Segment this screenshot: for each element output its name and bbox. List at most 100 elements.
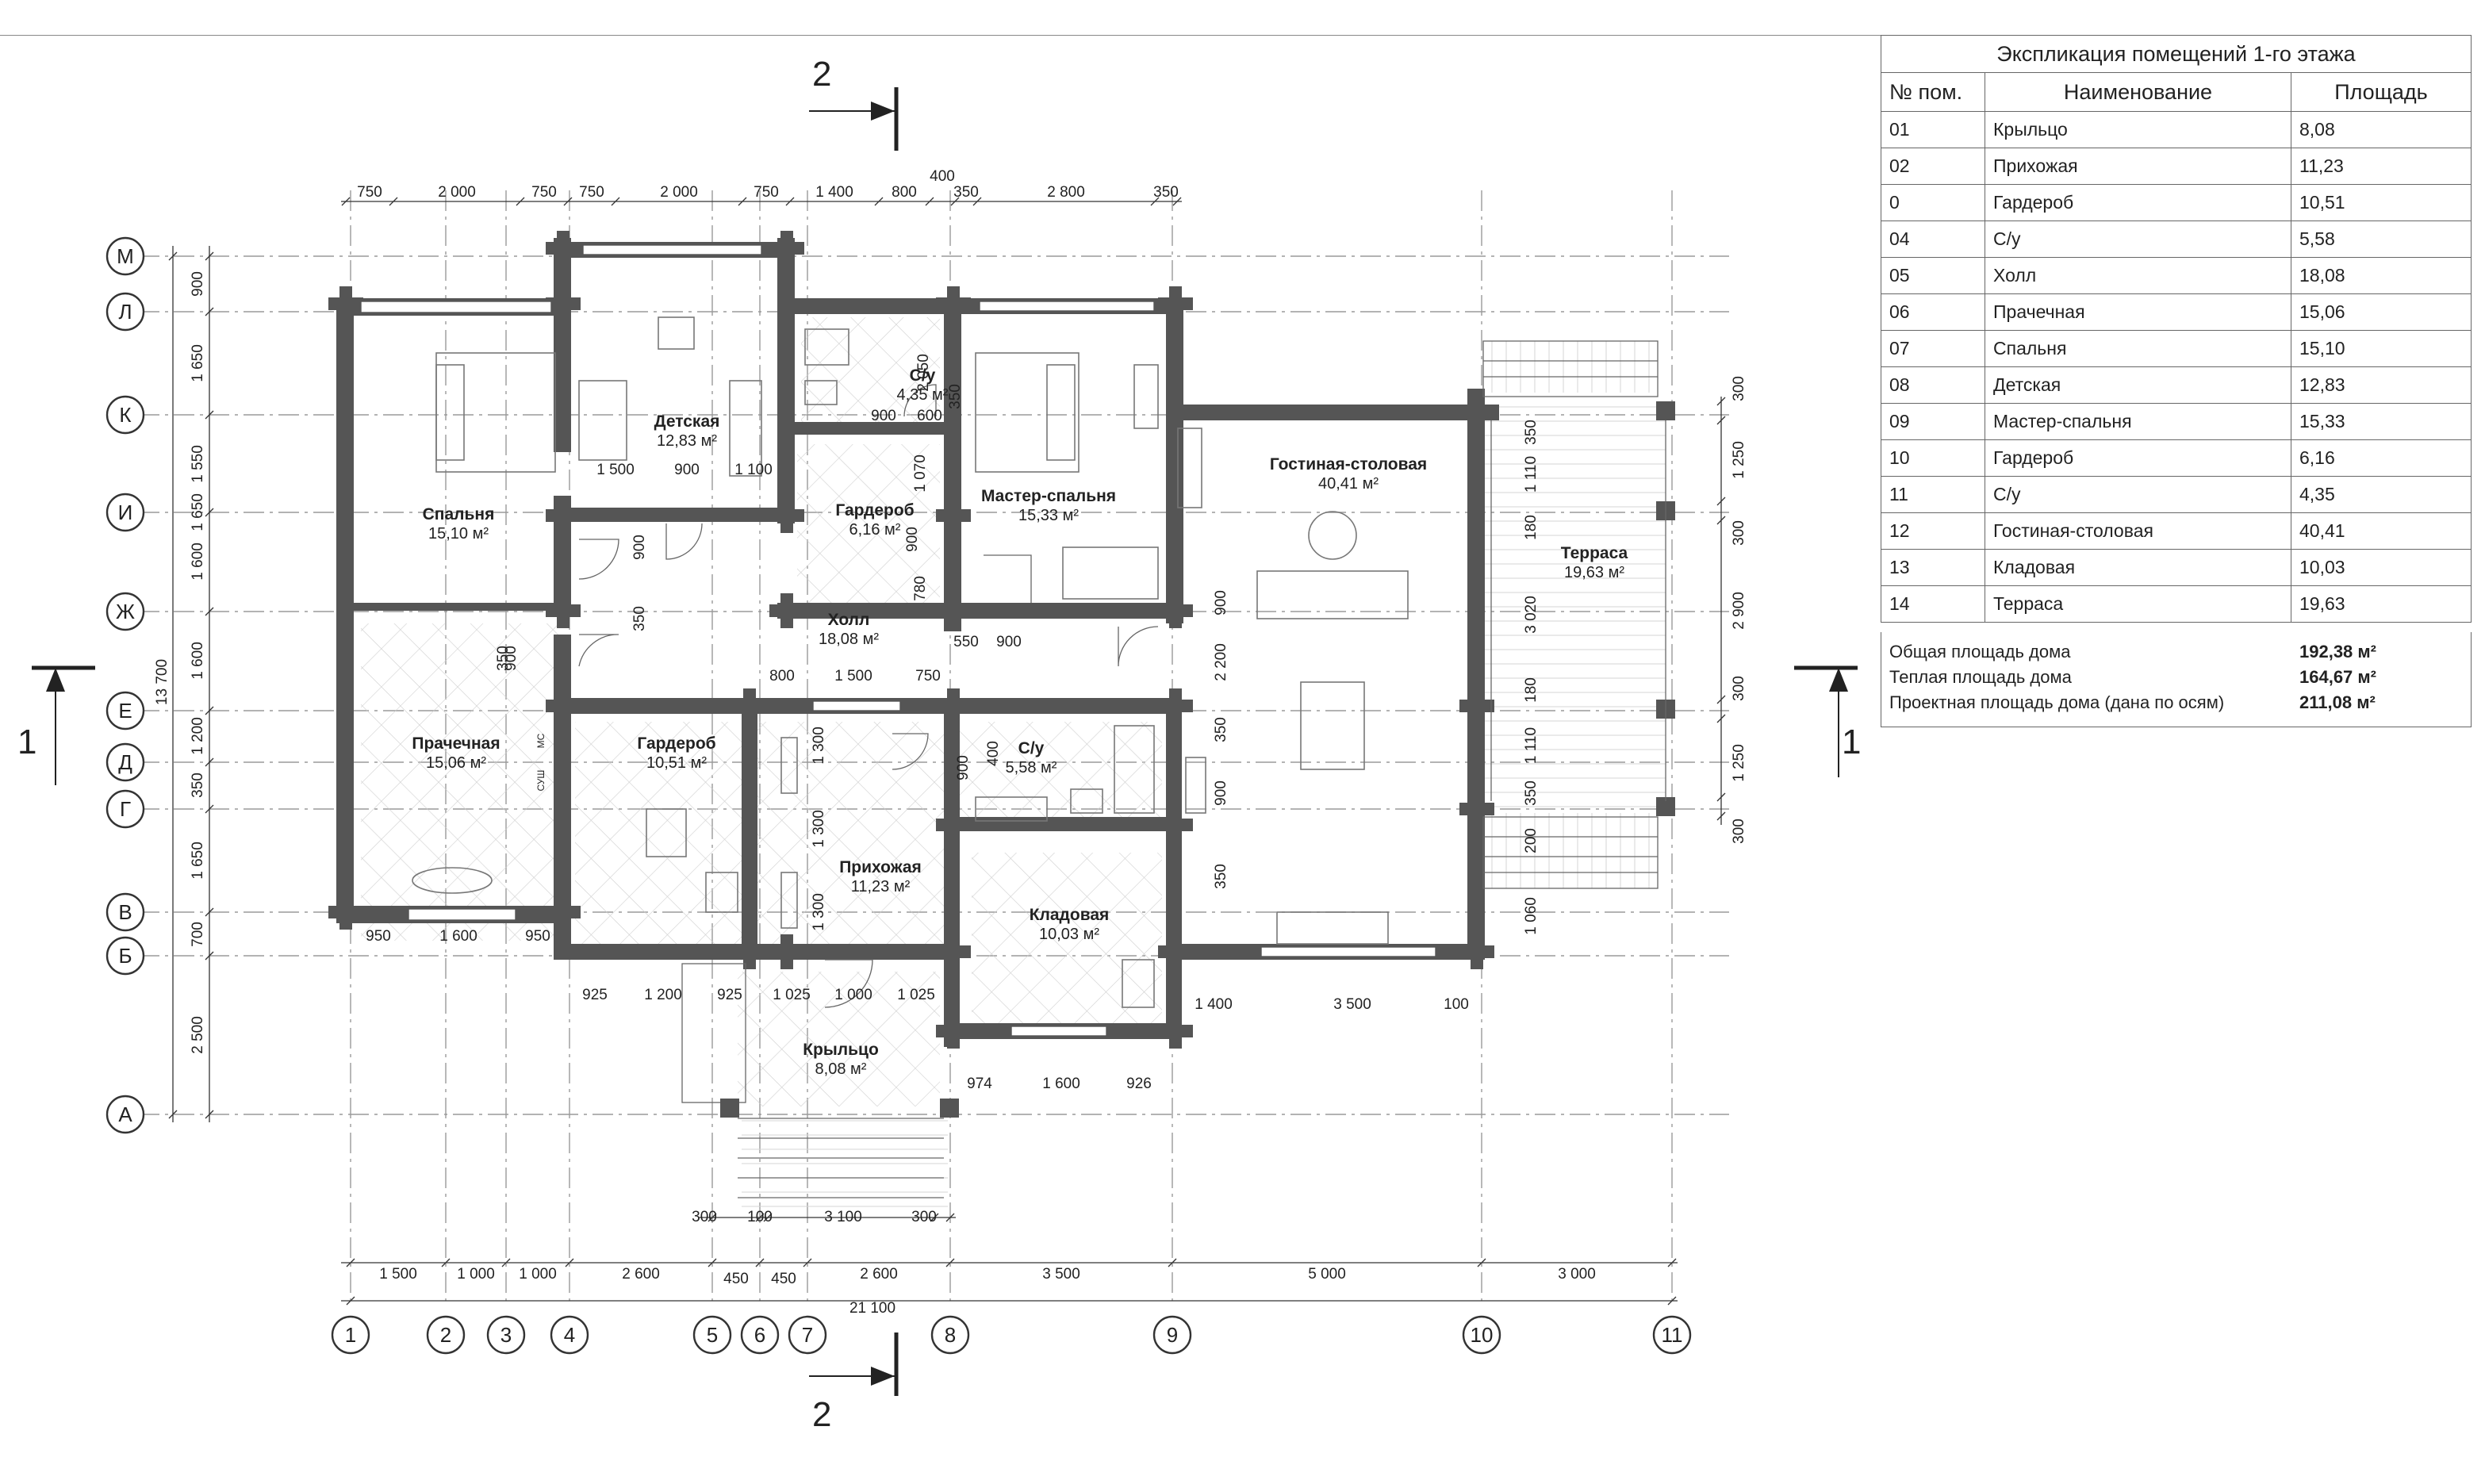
room-schedule-cell-name: Спальня xyxy=(1985,330,2291,367)
room-label: С/у 5,58 м² xyxy=(1006,739,1057,777)
dimension-value: 2 600 xyxy=(860,1266,898,1283)
dimension-value: 1 250 xyxy=(1731,744,1747,782)
wall-joint xyxy=(1169,688,1182,723)
dimension-value: 1 600 xyxy=(190,543,206,581)
dimension-value: 1 250 xyxy=(1731,441,1747,479)
room-name: Спальня xyxy=(423,505,495,523)
dimension-value: 100 xyxy=(1444,996,1469,1013)
axis-number-label: 3 xyxy=(500,1323,512,1347)
column-header-name: Наименование xyxy=(1985,72,2291,112)
dimension-value: 2 000 xyxy=(438,184,476,201)
dimension-value: 1 400 xyxy=(1195,996,1233,1013)
dimension-value: 2 800 xyxy=(1047,184,1085,201)
room-name: Крыльцо xyxy=(803,1041,879,1059)
dimension-value: 1 300 xyxy=(811,727,827,765)
wall-joint xyxy=(1471,395,1483,430)
room-area: 5,58 м² xyxy=(1006,759,1057,777)
room-name: С/у xyxy=(910,366,936,385)
dimension-value: 5 000 xyxy=(1308,1266,1346,1283)
room-schedule-title: Экспликация помещений 1-го этажа xyxy=(1881,35,2472,73)
axis-letter-bubble: Е xyxy=(105,691,145,730)
wall-joint xyxy=(947,286,960,321)
dimension-value: 1 025 xyxy=(897,987,935,1003)
room-schedule-cell-area: 18,08 xyxy=(2291,257,2472,294)
wall-joint xyxy=(947,934,960,969)
dimension-value: 974 xyxy=(967,1076,992,1092)
room-label: Кладовая 10,03 м² xyxy=(1030,906,1110,943)
section-mark-left: 1 xyxy=(17,665,95,785)
room-schedule-cell-num: 14 xyxy=(1881,585,1985,623)
column-header-area: Площадь xyxy=(2291,72,2472,112)
room-schedule-cell-num: 09 xyxy=(1881,403,1985,440)
axis-letter-bubble: Г xyxy=(105,789,145,829)
summary-total-label: Общая площадь дома xyxy=(1889,642,2071,661)
axis-number-label: 2 xyxy=(440,1323,451,1347)
room-name: С/у xyxy=(1018,739,1045,757)
dimension-value: 350 xyxy=(1523,780,1540,806)
dimension-value: 1 070 xyxy=(912,454,929,493)
dimension-value: 350 xyxy=(953,184,979,201)
wall-joint xyxy=(1169,807,1182,842)
axis-number-bubble: 5 xyxy=(692,1315,732,1355)
dimension-value: 900 xyxy=(955,755,972,780)
room-area: 10,03 м² xyxy=(1039,926,1099,943)
wall-joint xyxy=(557,231,569,266)
room-schedule-cell-name: Терраса xyxy=(1985,585,2291,623)
axis-number-bubble: 10 xyxy=(1462,1315,1501,1355)
dimension-value: 950 xyxy=(525,928,550,945)
room-schedule-cell-num: 10 xyxy=(1881,439,1985,477)
dimension-value: 925 xyxy=(582,987,608,1003)
area-summary: Общая площадь дома 192,38 м² Теплая площ… xyxy=(1881,632,2472,727)
dimension-value: 800 xyxy=(769,668,795,684)
dimension-value: 1 500 xyxy=(379,1266,417,1283)
dimension-value: 750 xyxy=(754,184,779,201)
axis-number-label: 7 xyxy=(802,1323,813,1347)
dimension-value: 925 xyxy=(717,987,742,1003)
wall-joint xyxy=(1471,688,1483,723)
axis-letter-bubble: В xyxy=(105,892,145,932)
room-schedule-cell-name: Мастер-спальня xyxy=(1985,403,2291,440)
room-schedule-cell-area: 15,06 xyxy=(2291,293,2472,331)
wall-joint xyxy=(1169,1014,1182,1049)
axis-number-label: 1 xyxy=(345,1323,356,1347)
room-area: 15,33 м² xyxy=(1018,507,1079,524)
dimension-value: 900 xyxy=(631,535,648,560)
dimension-value: 1 550 xyxy=(190,445,206,483)
axis-letter-label: Ж xyxy=(116,600,135,623)
room-area: 12,83 м² xyxy=(657,432,717,450)
dimension-value: 180 xyxy=(1523,515,1540,540)
dimension-value: 1 650 xyxy=(190,842,206,880)
axis-letter-bubble: Л xyxy=(105,292,145,332)
dimension-value: 900 xyxy=(190,271,206,297)
room-name: Кладовая xyxy=(1030,906,1110,924)
axis-letter-label: В xyxy=(118,900,132,924)
summary-total-value: 192,38 м² xyxy=(2299,642,2377,661)
axis-letter-bubble: А xyxy=(105,1095,145,1134)
room-schedule-cell-name: Крыльцо xyxy=(1985,111,2291,148)
dimension-value: 900 xyxy=(1213,590,1229,615)
wall-joint xyxy=(339,895,352,930)
dimension-value: 900 xyxy=(1213,780,1229,806)
wall-joint xyxy=(947,593,960,628)
dimension-value: 2 000 xyxy=(660,184,698,201)
dimension-value: 900 xyxy=(674,462,700,478)
dimension-value: 1 500 xyxy=(834,668,872,684)
wall-joint xyxy=(1169,593,1182,628)
room-area: 6,16 м² xyxy=(849,521,901,539)
room-area: 4,35 м² xyxy=(897,386,949,404)
room-schedule-cell-num: 0 xyxy=(1881,184,1985,221)
section-mark-left-label: 1 xyxy=(17,723,36,761)
room-schedule-cell-num: 06 xyxy=(1881,293,1985,331)
wall-joint xyxy=(1169,286,1182,321)
dimension-value: 350 xyxy=(1153,184,1179,201)
dimension-value: 750 xyxy=(579,184,604,201)
room-area: 8,08 м² xyxy=(815,1060,867,1078)
